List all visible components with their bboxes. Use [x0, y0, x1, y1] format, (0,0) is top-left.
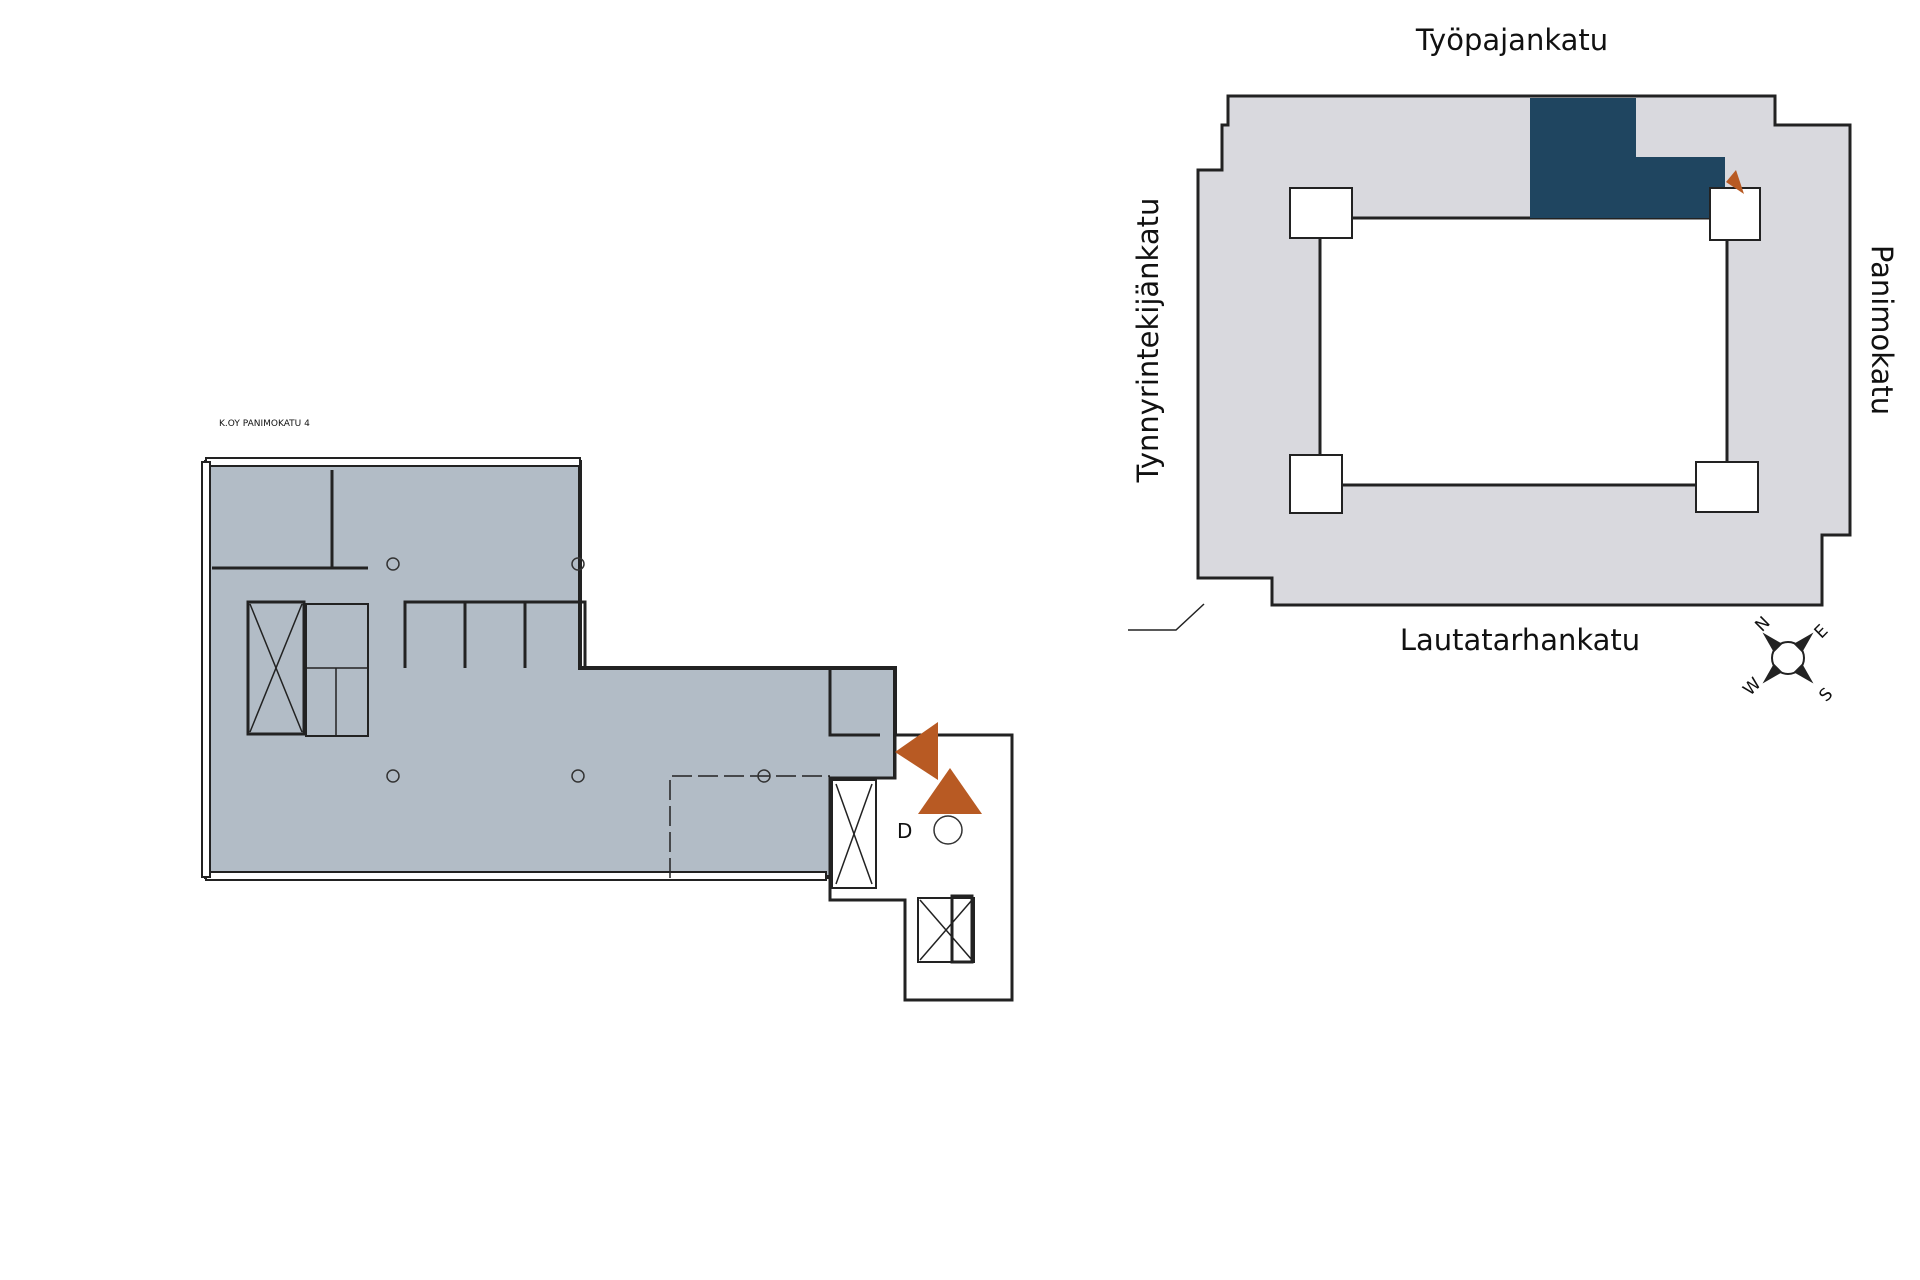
- site-plan: Työpajankatu Lautatarhankatu Tynnyrintek…: [1128, 23, 1899, 657]
- compass-w: W: [1739, 674, 1765, 700]
- stair-label: D: [897, 819, 912, 843]
- stair-cores: [1289, 187, 1761, 514]
- building-label: K.OY PANIMOKATU 4: [219, 419, 310, 429]
- block-building: [1196, 94, 1852, 607]
- highlighted-premises: [1530, 98, 1725, 218]
- street-label-north: Työpajankatu: [1415, 23, 1608, 57]
- restroom-core: [305, 603, 369, 737]
- compass-n: N: [1751, 613, 1774, 636]
- compass-icon: [1762, 632, 1814, 684]
- entrance-arrow-icon: [918, 768, 982, 814]
- columns: [386, 557, 771, 783]
- entrance-arrow-icon: [895, 722, 938, 780]
- street-label-east: Panimokatu: [1865, 245, 1899, 415]
- street-label-south: Lautatarhankatu: [1400, 623, 1640, 657]
- compass-e: E: [1811, 621, 1833, 643]
- compass-s: S: [1815, 684, 1837, 706]
- window-band-left: [201, 461, 211, 878]
- window-band-bottom: [205, 871, 827, 881]
- floor-plan: K.OY PANIMOKATU 4 D: [201, 419, 1014, 1002]
- street-label-west: Tynnyrintekijänkatu: [1131, 198, 1165, 484]
- window-band-top: [205, 457, 581, 467]
- entrance-arrow-icon: [1726, 170, 1744, 194]
